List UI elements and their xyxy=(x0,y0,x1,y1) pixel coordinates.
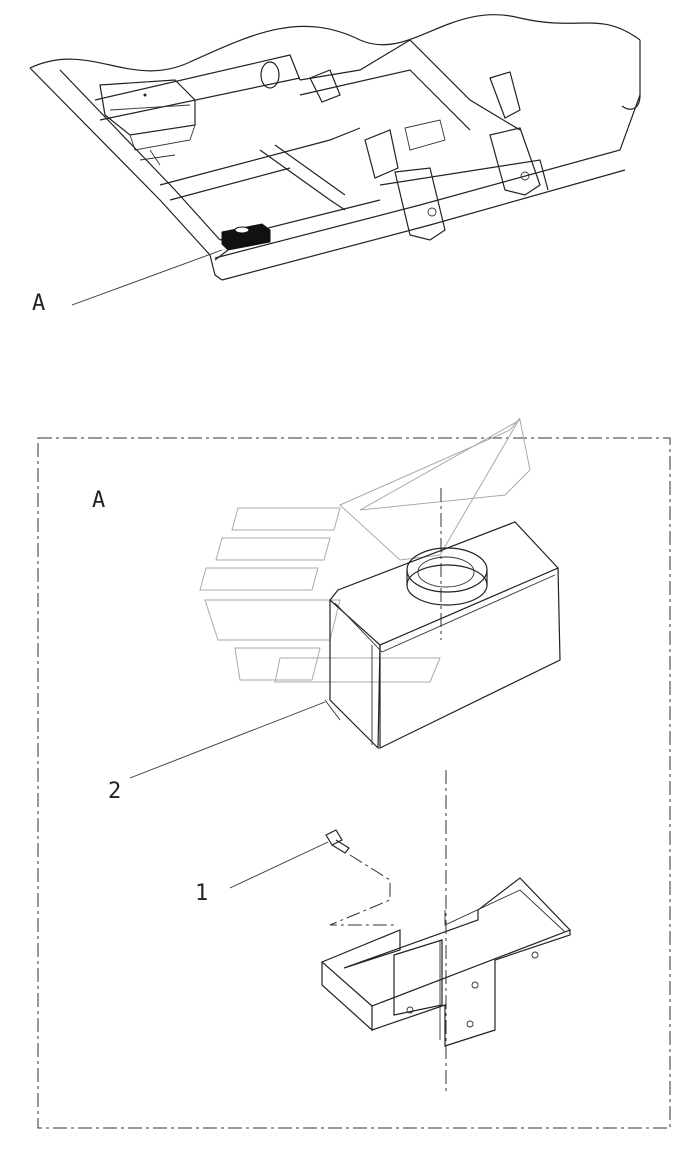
leader-part-1 xyxy=(229,841,329,889)
callout-label-a: A xyxy=(32,291,45,316)
chassis-frame-drawing xyxy=(29,14,641,281)
bracket-drawing xyxy=(320,877,572,1047)
part-label-1: 1 xyxy=(195,881,208,906)
tank-drawing xyxy=(324,521,561,750)
detail-title: A xyxy=(92,488,105,513)
callout-leader-a xyxy=(71,249,223,306)
part-label-2: 2 xyxy=(108,779,121,804)
brand-watermark xyxy=(199,417,531,683)
bolt-drawing xyxy=(325,829,398,926)
detail-frame xyxy=(37,437,671,1129)
leader-part-2 xyxy=(129,701,326,779)
